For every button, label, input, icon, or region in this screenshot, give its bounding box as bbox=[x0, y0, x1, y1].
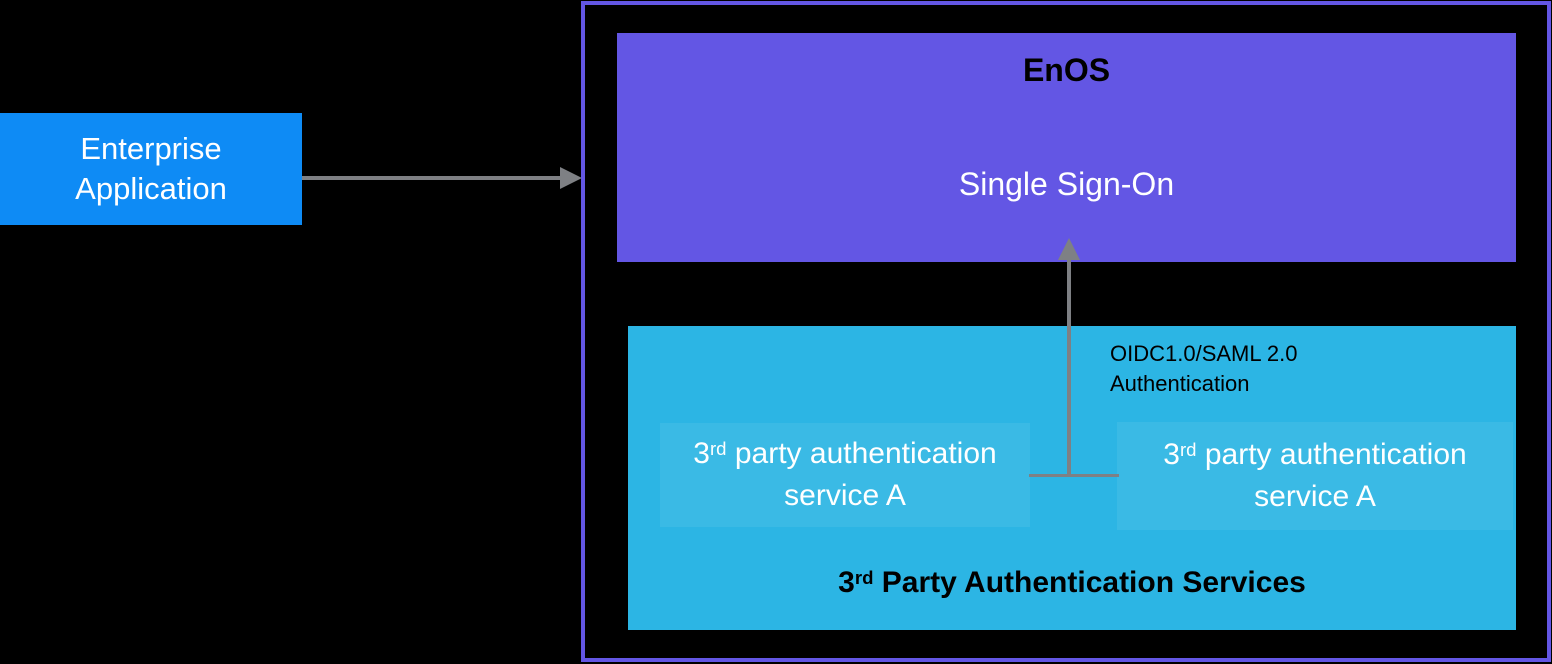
third-party-auth-services-box: OIDC1.0/SAML 2.0 Authentication 3rd part… bbox=[628, 326, 1516, 630]
auth-service-a-left-sup: rd bbox=[709, 437, 727, 459]
service-boxes-connector-line bbox=[1029, 474, 1119, 477]
auth-to-sso-arrowhead-icon bbox=[1058, 238, 1080, 260]
auth-service-a-right-num: 3 bbox=[1163, 438, 1180, 471]
auth-service-a-right-line2: service A bbox=[1254, 480, 1376, 513]
enterprise-to-enos-arrow-shaft bbox=[302, 176, 564, 180]
third-party-auth-services-title: 3rd Party Authentication Services bbox=[628, 566, 1516, 600]
auth-title-sup: rd bbox=[854, 566, 874, 588]
oidc-saml-label-line1: OIDC1.0/SAML 2.0 bbox=[1110, 341, 1298, 366]
auth-service-a-right-sup: rd bbox=[1179, 438, 1197, 460]
auth-service-a-right-tile: 3rd party authentication service A bbox=[1117, 422, 1513, 530]
auth-service-a-right-line1: 3rd party authentication bbox=[1163, 434, 1466, 476]
enos-title: EnOS bbox=[1022, 52, 1111, 88]
auth-title-num: 3 bbox=[838, 566, 855, 599]
oidc-saml-label-line2: Authentication bbox=[1110, 371, 1250, 396]
auth-service-a-left-tile: 3rd party authentication service A bbox=[660, 423, 1030, 527]
auth-service-a-left-num: 3 bbox=[693, 437, 710, 470]
oidc-saml-authentication-label: OIDC1.0/SAML 2.0 Authentication bbox=[1110, 339, 1297, 399]
enterprise-application-label-line2: Application bbox=[75, 171, 227, 206]
single-sign-on-label: Single Sign-On bbox=[958, 166, 1175, 202]
auth-service-a-left-line2: service A bbox=[784, 479, 906, 512]
auth-service-a-left-rest: party authentication bbox=[726, 437, 997, 470]
enos-box: EnOS Single Sign-On bbox=[617, 33, 1516, 262]
auth-service-a-right-rest: party authentication bbox=[1196, 438, 1467, 471]
enterprise-to-enos-arrowhead-icon bbox=[560, 167, 582, 189]
auth-to-sso-arrow-shaft bbox=[1067, 256, 1071, 476]
enterprise-application-label-line1: Enterprise bbox=[80, 131, 222, 166]
enos-platform-frame: EnOS Single Sign-On OIDC1.0/SAML 2.0 Aut… bbox=[581, 1, 1551, 662]
auth-title-rest: Party Authentication Services bbox=[873, 566, 1306, 599]
auth-service-a-left-line1: 3rd party authentication bbox=[693, 433, 996, 475]
enterprise-application-box: Enterprise Application bbox=[0, 113, 302, 225]
